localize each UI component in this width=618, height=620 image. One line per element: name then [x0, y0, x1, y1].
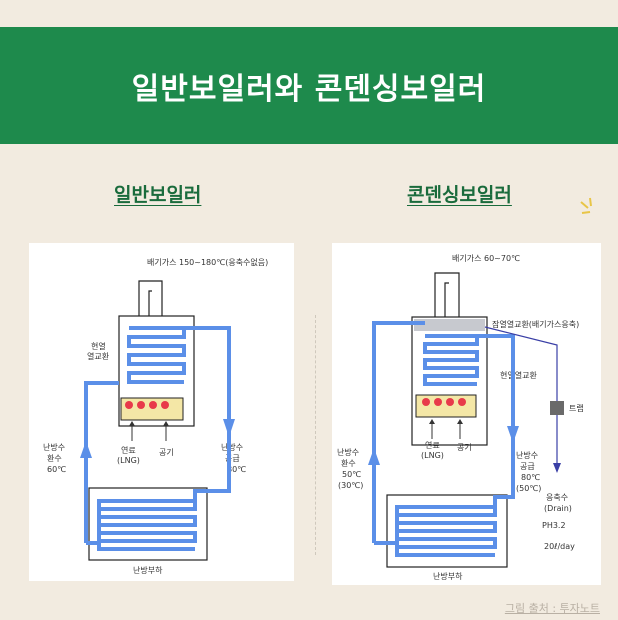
flame-icon: [125, 401, 133, 409]
sensible-label: 현열열교환: [500, 370, 537, 380]
panel-divider: [315, 315, 316, 555]
air-label: 공기: [457, 443, 472, 452]
supply-label-3: 80℃: [521, 473, 540, 482]
arrow-up-icon: [129, 421, 135, 426]
exchanger-label-1: 현열: [91, 342, 106, 351]
supply-label-3: 80℃: [227, 465, 246, 474]
exhaust-label: 배기가스 150~180℃(응축수없음): [147, 258, 268, 267]
supply-label-1: 난방수: [221, 442, 243, 452]
condensing-boiler-diagram: 배기가스 60~70℃ 잠열열교환(배기가스응축) 현열열교환 연료 (LNG)…: [332, 243, 601, 585]
supply-pipe: [477, 334, 515, 431]
supply-label-2: 공급: [225, 454, 240, 463]
return-pipe: [372, 321, 425, 543]
heading-condensing-boiler: 콘덴싱보일러: [407, 184, 512, 206]
return-label-1: 난방수: [43, 442, 65, 452]
trap-icon: [550, 401, 564, 415]
heading-conventional-boiler: 일반보일러: [114, 184, 202, 206]
return-label-3: 60℃: [47, 465, 66, 474]
supply-pipe: [184, 326, 231, 423]
condensate-label-1: 응축수: [546, 493, 568, 502]
fuel-label-2: (LNG): [421, 451, 444, 460]
heating-load-coil: [86, 423, 231, 551]
return-label-2: 환수: [47, 453, 62, 463]
trap-label: 트랩: [569, 404, 584, 413]
conventional-boiler-diagram: 배기가스 150~180℃(응축수없음) 현열 열교환 연료 (LNG) 공기 …: [29, 243, 294, 581]
fuel-label-2: (LNG): [117, 456, 140, 465]
flame-icon: [422, 398, 430, 406]
exhaust-label: 배기가스 60~70℃: [452, 254, 520, 263]
air-label: 공기: [159, 448, 174, 457]
return-label-4: (30℃): [338, 481, 363, 490]
flame-icon: [434, 398, 442, 406]
supply-label-1: 난방수: [516, 450, 538, 460]
flame-icon: [446, 398, 454, 406]
flame-icon: [137, 401, 145, 409]
flame-icon: [161, 401, 169, 409]
chimney: [138, 280, 163, 316]
image-credit: 그림 출처 : 투자노트: [504, 602, 600, 615]
exchanger-label-2: 열교환: [87, 351, 110, 361]
heating-load-label: 난방부하: [133, 565, 163, 575]
return-label-3: 50℃: [342, 470, 361, 479]
spark-decoration-icon: [580, 197, 592, 214]
volume-label: 20ℓ/day: [544, 542, 575, 551]
return-label-2: 환수: [341, 458, 356, 468]
chimney: [434, 272, 460, 317]
latent-heat-exchanger: [414, 319, 485, 331]
flow-arrow-up-icon: [368, 448, 380, 465]
title-banner: 일반보일러와 콘덴싱보일러: [0, 27, 618, 144]
condensate-label-2: (Drain): [544, 504, 572, 513]
arrow-up-icon: [163, 421, 169, 426]
arrow-down-icon: [553, 463, 561, 473]
flame-icon: [149, 401, 157, 409]
page-title: 일반보일러와 콘덴싱보일러: [131, 71, 487, 107]
supply-label-4: (50℃): [516, 484, 541, 493]
supply-label-2: 공급: [520, 462, 535, 471]
heating-load-coil: [374, 431, 515, 557]
latent-label: 잠열열교환(배기가스응축): [492, 319, 579, 329]
fuel-label-1: 연료: [425, 441, 440, 450]
flame-icon: [458, 398, 466, 406]
heat-exchanger-coil: [423, 334, 479, 386]
flow-arrow-up-icon: [80, 441, 92, 458]
arrow-up-icon: [429, 419, 435, 424]
fuel-label-1: 연료: [121, 446, 136, 455]
heating-load-label: 난방부하: [433, 571, 463, 581]
return-pipe: [84, 381, 119, 543]
ph-label: PH3.2: [542, 521, 566, 530]
condensate-drain-line: [484, 326, 558, 465]
heat-exchanger-coil: [127, 326, 186, 384]
return-label-1: 난방수: [337, 447, 359, 457]
arrow-up-icon: [457, 419, 463, 424]
